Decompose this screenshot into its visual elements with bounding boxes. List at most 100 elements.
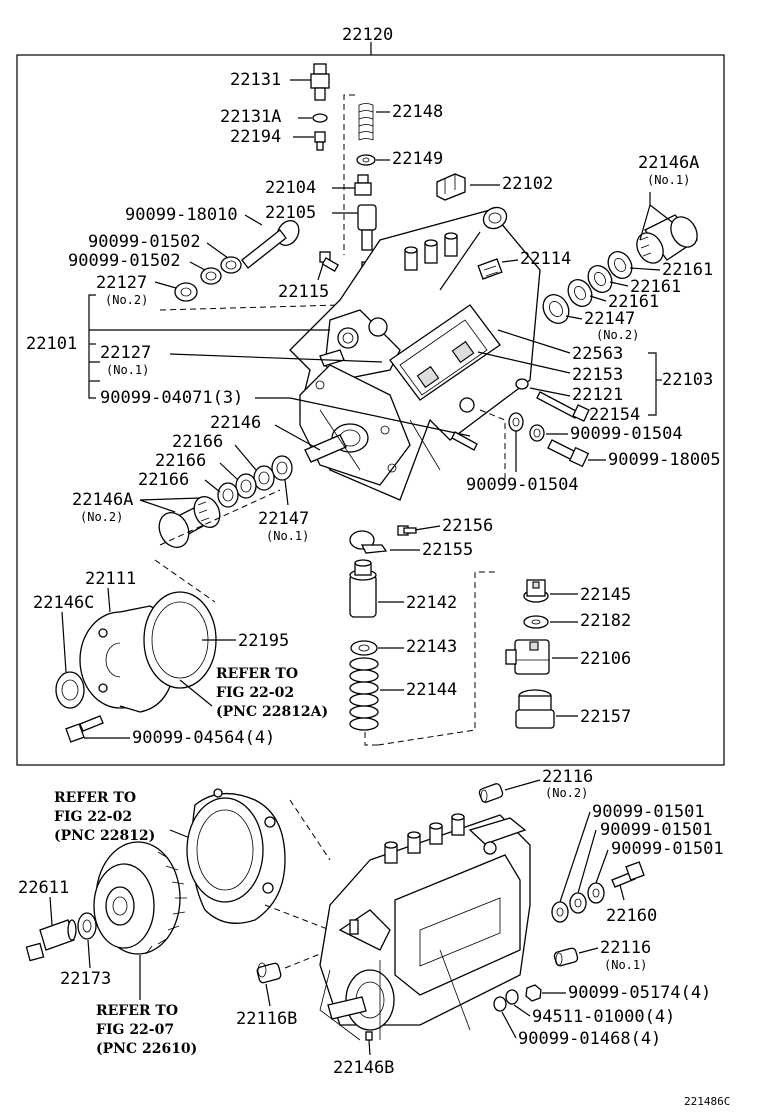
label-22131[interactable]: 22131 — [230, 70, 281, 90]
label-90099-05174[interactable]: 90099-05174(4) — [568, 983, 711, 1003]
label-22114[interactable]: 22114 — [520, 249, 571, 269]
label-90099-01501-b[interactable]: 90099-01501 — [600, 820, 713, 840]
label-22147-no2[interactable]: 22147 — [584, 309, 635, 329]
label-22116-no1-qualifier: (No.1) — [604, 958, 647, 972]
label-22166-a[interactable]: 22166 — [172, 432, 223, 452]
label-22127-no2[interactable]: 22127 — [96, 273, 147, 293]
note-refer-3-line3[interactable]: (PNC 22610) — [96, 1041, 197, 1057]
label-22147-no1-qualifier: (No.1) — [266, 529, 309, 543]
part-22116b — [256, 962, 282, 984]
label-90099-01504-a[interactable]: 90099-01504 — [570, 424, 683, 444]
part-22127-no2 — [174, 282, 198, 302]
label-22149[interactable]: 22149 — [392, 149, 443, 169]
part-22157 — [515, 689, 555, 729]
label-22127-no1[interactable]: 22127 — [100, 343, 151, 363]
part-22115 — [319, 251, 340, 272]
label-22166-b[interactable]: 22166 — [155, 451, 206, 471]
label-22157[interactable]: 22157 — [580, 707, 631, 727]
part-22154-bolt — [536, 391, 590, 422]
part-22116-no2 — [478, 783, 504, 803]
label-22147-no2-qualifier: (No.2) — [596, 328, 639, 342]
label-22131a[interactable]: 22131A — [220, 107, 281, 127]
part-timer-gear — [93, 841, 187, 955]
diagram-code: 221486C — [684, 1095, 730, 1108]
note-refer-2-line2[interactable]: FIG 22-02 — [54, 809, 132, 825]
label-22144[interactable]: 22144 — [406, 680, 457, 700]
label-22102[interactable]: 22102 — [502, 174, 553, 194]
label-22156[interactable]: 22156 — [442, 516, 493, 536]
note-refer-1-line3[interactable]: (PNC 22812A) — [216, 704, 328, 720]
part-22114 — [477, 258, 503, 280]
label-22611[interactable]: 22611 — [18, 878, 69, 898]
part-22195-gasket — [143, 591, 217, 689]
label-22116b[interactable]: 22116B — [236, 1009, 297, 1029]
part-22148-spring — [358, 103, 374, 141]
label-22116-no2[interactable]: 22116 — [542, 767, 593, 787]
label-22147-no1[interactable]: 22147 — [258, 509, 309, 529]
label-22153[interactable]: 22153 — [572, 365, 623, 385]
label-90099-01501-a[interactable]: 90099-01501 — [592, 802, 705, 822]
label-22154[interactable]: 22154 — [589, 405, 640, 425]
label-22146a-top[interactable]: 22146A — [638, 153, 699, 173]
part-90099-05174-nut — [525, 984, 542, 1002]
note-refer-3-line1[interactable]: REFER TO — [96, 1003, 178, 1019]
label-22563[interactable]: 22563 — [572, 344, 623, 364]
label-22111[interactable]: 22111 — [85, 569, 136, 589]
label-22146a-top-qualifier: (No.1) — [647, 173, 690, 187]
note-refer-1-line2[interactable]: FIG 22-02 — [216, 685, 294, 701]
note-refer-2-line3[interactable]: (PNC 22812) — [54, 828, 155, 844]
label-90099-04071[interactable]: 90099-04071(3) — [100, 388, 243, 408]
label-22161-a[interactable]: 22161 — [662, 260, 713, 280]
label-22120[interactable]: 22120 — [342, 25, 393, 45]
label-22194[interactable]: 22194 — [230, 127, 281, 147]
label-22105[interactable]: 22105 — [265, 203, 316, 223]
part-22156 — [397, 525, 417, 536]
label-90099-18010[interactable]: 90099-18010 — [125, 205, 238, 225]
label-22173[interactable]: 22173 — [60, 969, 111, 989]
label-22101[interactable]: 22101 — [26, 334, 77, 354]
note-refer-3-line2[interactable]: FIG 22-07 — [96, 1022, 174, 1038]
label-90099-04564[interactable]: 90099-04564(4) — [132, 728, 275, 748]
label-22160[interactable]: 22160 — [606, 906, 657, 926]
label-90099-18005[interactable]: 90099-18005 — [608, 450, 721, 470]
label-22103[interactable]: 22103 — [662, 370, 713, 390]
label-22195[interactable]: 22195 — [238, 631, 289, 651]
label-22146[interactable]: 22146 — [210, 413, 261, 433]
part-22144-spring — [349, 657, 379, 731]
part-timer-housing — [186, 788, 286, 924]
label-90099-01468[interactable]: 90099-01468(4) — [518, 1029, 661, 1049]
label-22142[interactable]: 22142 — [406, 593, 457, 613]
label-22115[interactable]: 22115 — [278, 282, 329, 302]
label-22145[interactable]: 22145 — [580, 585, 631, 605]
label-90099-01504-b[interactable]: 90099-01504 — [466, 475, 579, 495]
label-22106[interactable]: 22106 — [580, 649, 631, 669]
label-22155[interactable]: 22155 — [422, 540, 473, 560]
label-22146c[interactable]: 22146C — [33, 593, 94, 613]
label-94511-01000[interactable]: 94511-01000(4) — [532, 1007, 675, 1027]
note-refer-1-line1[interactable]: REFER TO — [216, 666, 298, 682]
label-22161-b[interactable]: 22161 — [630, 277, 681, 297]
label-22121[interactable]: 22121 — [572, 385, 623, 405]
label-22146a-low-qualifier: (No.2) — [80, 510, 123, 524]
part-22155 — [349, 530, 388, 554]
label-22143[interactable]: 22143 — [406, 637, 457, 657]
label-90099-01502-a[interactable]: 90099-01502 — [88, 232, 201, 252]
part-22116-no1 — [553, 947, 579, 967]
label-22148[interactable]: 22148 — [392, 102, 443, 122]
part-22102 — [436, 173, 466, 201]
part-22146a-no2 — [158, 495, 221, 549]
label-22146a-low[interactable]: 22146A — [72, 490, 133, 510]
label-90099-01502-b[interactable]: 90099-01502 — [68, 251, 181, 271]
label-22104[interactable]: 22104 — [265, 178, 316, 198]
label-22116-no1[interactable]: 22116 — [600, 938, 651, 958]
part-22194 — [314, 131, 326, 151]
part-22131 — [310, 63, 330, 101]
label-22146b[interactable]: 22146B — [333, 1058, 394, 1078]
label-22166-c[interactable]: 22166 — [138, 470, 189, 490]
label-22182[interactable]: 22182 — [580, 611, 631, 631]
label-22161-c[interactable]: 22161 — [608, 292, 659, 312]
note-refer-2-line1[interactable]: REFER TO — [54, 790, 136, 806]
part-90099-18005-bolt — [547, 439, 590, 468]
label-90099-01501-c[interactable]: 90099-01501 — [611, 839, 724, 859]
